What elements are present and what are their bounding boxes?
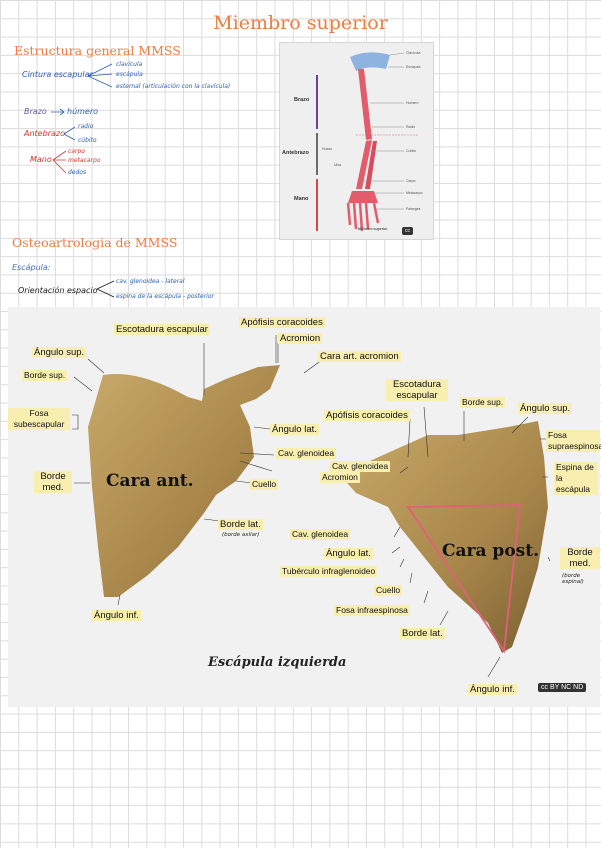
cintura-item: escápula	[116, 71, 143, 78]
arrow-icon	[51, 108, 65, 116]
antebrazo-item: cúbito	[78, 137, 97, 144]
orientacion-item: cav. glenoidea - lateral	[116, 278, 185, 285]
brazo-item: húmero	[67, 107, 99, 116]
label-tuberculo-infraglenoideo: Tubérculo infraglenoideo	[280, 566, 378, 577]
mano-item: carpo	[68, 148, 85, 155]
cintura-label: Cintura escapular	[22, 70, 93, 79]
face-label-anterior: Cara ant.	[106, 471, 194, 491]
page-title: Miembro superior	[213, 12, 388, 34]
label-cav-glenoidea-post-top: Cav. glenoidea	[330, 461, 391, 472]
label-cuello-post: Cuello	[374, 585, 403, 596]
label-fosa-supraespinosa: Fosa supraespinosa	[546, 430, 601, 452]
arm-region-label: Brazo	[294, 97, 310, 103]
face-label-posterior: Cara post.	[442, 541, 540, 561]
arm-region-label: Antebrazo	[282, 150, 309, 156]
label-apofisis-ant: Apófisis coracoides	[239, 317, 325, 328]
label-escotadura-post: Escotadura escapular	[386, 379, 448, 401]
section-heading-osteoartrologia: Osteoartrologia de MMSS	[12, 235, 178, 250]
label-angulo-sup-post: Ángulo sup.	[518, 403, 573, 414]
label-espina-escapula: Espina de la escápula	[554, 462, 598, 495]
arm-figure-caption: Miembro superior	[358, 227, 388, 231]
label-acromion-post: Acromion	[320, 472, 360, 483]
orientacion-label: Orientación espacio	[18, 286, 98, 295]
escapula-label: Escápula:	[12, 263, 51, 272]
scapula-figure: Escotadura escapular Apófisis coracoides…	[8, 307, 601, 707]
arm-skeleton-figure: Brazo Antebrazo Mano Clavícula Escápula …	[279, 42, 434, 240]
label-borde-med-post: Borde med.	[560, 547, 600, 569]
arm-bone-label: Escápula	[406, 65, 421, 69]
note-borde-axilar: (borde axilar)	[222, 532, 260, 538]
label-apofisis-post: Apófisis coracoides	[324, 410, 410, 421]
label-angulo-inf-post: Ángulo inf.	[468, 684, 517, 695]
scapula-figure-caption: Escápula izquierda	[208, 655, 347, 670]
section-heading-estructura: Estructura general MMSS	[14, 43, 181, 58]
arm-bone-label: Falanges	[406, 207, 421, 211]
label-cara-art-acromion: Cara art. acromion	[318, 351, 401, 362]
arm-bone-label: Húmero	[406, 101, 419, 105]
label-fosa-subescapular: Fosa subescapular	[8, 408, 70, 430]
arm-bone-label: Metacarpo	[406, 191, 423, 195]
mano-item: metacarpo	[68, 157, 101, 164]
label-angulo-sup-ant: Ángulo sup.	[32, 347, 87, 358]
label-angulo-inf-ant: Ángulo inf.	[92, 610, 141, 621]
mano-brace	[52, 150, 67, 174]
note-borde-espinal: (borde espinal)	[562, 573, 584, 585]
label-fosa-infraespinosa: Fosa infraespinosa	[334, 605, 410, 616]
arm-bone-label: Cúbito	[406, 149, 417, 153]
mano-item: dedos	[68, 169, 87, 176]
label-borde-lat-ant: Borde lat.	[218, 519, 263, 530]
arm-bone-label: Carpo	[406, 179, 416, 183]
label-angulo-lat-post: Ángulo lat.	[324, 548, 373, 559]
label-borde-med-ant: Borde med.	[34, 471, 72, 493]
cintura-brace	[87, 63, 113, 88]
orientacion-brace	[96, 280, 115, 298]
label-cav-glenoidea-post: Cav. glenoidea	[290, 529, 351, 540]
label-angulo-lat-ant: Ángulo lat.	[270, 424, 319, 435]
antebrazo-brace	[63, 126, 76, 141]
label-borde-sup-post: Borde sup.	[460, 397, 506, 408]
mano-label: Mano	[30, 155, 52, 164]
arm-skeleton-illustration	[316, 52, 418, 232]
cintura-item: clavícula	[116, 61, 143, 68]
brazo-label: Brazo	[24, 107, 47, 116]
license-badge-icon: cc	[402, 227, 413, 235]
arm-bone-label: Ulna	[334, 163, 342, 167]
orientacion-item: espina de la escápula - posterior	[116, 293, 214, 300]
label-acromion-ant: Acromion	[278, 333, 323, 344]
license-badge-icon: cc BY NC ND	[538, 683, 587, 692]
label-escotadura-ant: Escotadura escapular	[114, 324, 210, 335]
arm-bone-label: Clavícula	[406, 51, 421, 55]
label-cav-glenoidea-ant: Cav. glenoidea	[276, 448, 337, 459]
label-borde-lat-post: Borde lat.	[400, 628, 445, 639]
label-borde-sup-ant: Borde sup.	[22, 370, 68, 381]
arm-bone-label: Hueso	[322, 147, 333, 151]
antebrazo-item: radio	[78, 123, 94, 130]
arm-bone-label: Radio	[406, 125, 416, 129]
antebrazo-label: Antebrazo	[24, 129, 65, 138]
scapula-illustration	[72, 335, 551, 678]
arm-region-label: Mano	[294, 196, 309, 202]
cintura-item: esternal (articulación con la clavícula)	[116, 83, 231, 90]
label-cuello-ant: Cuello	[250, 479, 279, 490]
